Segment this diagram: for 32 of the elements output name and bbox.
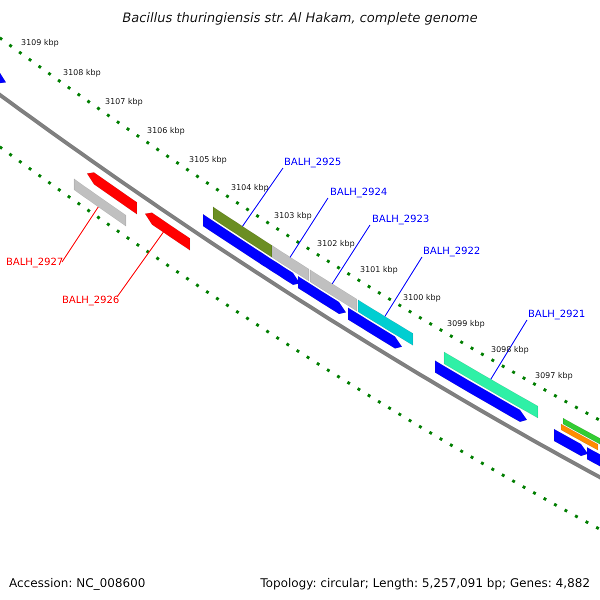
position-label: 3100 kbp (403, 293, 441, 303)
genome-stats-label: Topology: circular; Length: 5,257,091 bp; Genes: 4,882 (260, 575, 590, 592)
gene-label: BALH_2921 (528, 309, 586, 321)
leader-line (332, 224, 370, 284)
leader-line (290, 198, 328, 258)
gene-feature (74, 178, 126, 226)
gene-feature (144, 212, 190, 251)
gene-feature (212, 206, 272, 258)
gene-feature (272, 245, 310, 282)
position-label: 3109 kbp (21, 38, 59, 48)
leader-line (384, 256, 422, 317)
leader-line (116, 231, 164, 298)
gene-label: BALH_2925 (284, 157, 342, 169)
position-label: 3097 kbp (535, 371, 573, 381)
position-label: 3106 kbp (147, 126, 185, 136)
gene-label: BALH_2923 (372, 214, 430, 226)
gene-feature (310, 269, 358, 312)
position-label: 3108 kbp (63, 68, 101, 78)
leader-line (62, 206, 99, 262)
gene-label: BALH_2924 (330, 187, 388, 199)
accession-label: Accession: NC_008600 (9, 575, 146, 592)
gene-label: BALH_2926 (62, 295, 120, 307)
leader-line (490, 320, 528, 380)
gene-label: BALH_2927 (6, 257, 64, 269)
position-label: 3103 kbp (274, 211, 312, 221)
gene-label: BALH_2922 (423, 246, 480, 258)
position-label: 3107 kbp (105, 97, 143, 107)
map-title: Bacillus thuringiensis str. Al Hakam, complete genome (121, 10, 479, 28)
position-label: 3099 kbp (447, 319, 485, 329)
leader-line (242, 168, 284, 227)
position-label: 3105 kbp (189, 155, 227, 165)
gene-feature (358, 300, 414, 346)
